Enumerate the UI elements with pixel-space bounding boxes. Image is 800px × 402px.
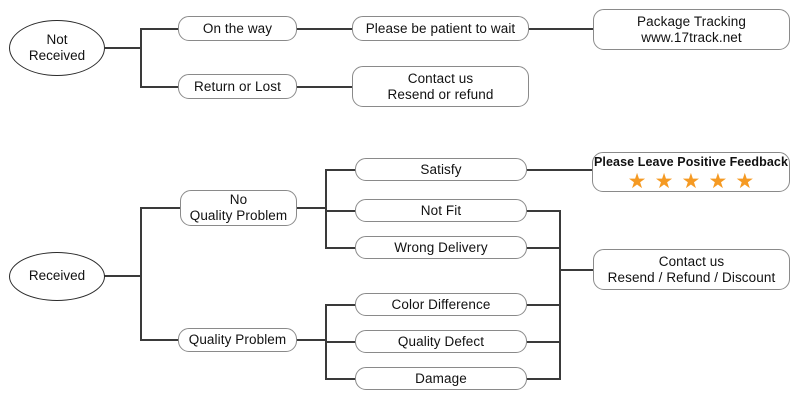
star-icon: ★	[735, 170, 755, 194]
connector-to-damage	[325, 378, 356, 380]
node-contact-resend-refund[interactable]: Contact us Resend or refund	[352, 66, 529, 107]
connector-please-wait-to-package-tracking	[529, 28, 594, 30]
connector-no-quality-problem-bus	[325, 169, 327, 248]
node-on-the-way[interactable]: On the way	[178, 16, 297, 41]
node-quality-defect[interactable]: Quality Defect	[355, 330, 527, 353]
connector-quality-problem-stem	[297, 339, 326, 341]
connector-not-received-bus	[140, 28, 142, 87]
connector-received-to-quality-problem	[140, 339, 182, 341]
node-package-tracking[interactable]: Package Tracking www.17track.net	[593, 9, 790, 50]
node-contact-resend-refund-discount[interactable]: Contact us Resend / Refund / Discount	[593, 249, 790, 290]
node-please-wait-label: Please be patient to wait	[365, 20, 516, 36]
star-icon: ★	[708, 170, 728, 194]
node-quality-problem[interactable]: Quality Problem	[178, 328, 297, 352]
connector-not-received-stem	[105, 47, 141, 49]
connector-wrong-delivery-to-merge	[527, 247, 561, 249]
node-not-received[interactable]: Not Received	[9, 20, 105, 76]
connector-return-or-lost-to-contact-us	[297, 86, 353, 88]
node-no-quality-problem[interactable]: No Quality Problem	[180, 190, 297, 226]
node-received-label: Received	[28, 268, 86, 284]
node-return-or-lost[interactable]: Return or Lost	[178, 74, 297, 99]
node-not-fit[interactable]: Not Fit	[355, 199, 527, 222]
connector-to-color-difference	[325, 304, 356, 306]
connector-to-quality-defect	[325, 341, 356, 343]
node-on-the-way-label: On the way	[202, 20, 273, 36]
node-wrong-delivery-label: Wrong Delivery	[394, 239, 488, 255]
node-damage-label: Damage	[415, 370, 467, 386]
node-contact-resend-refund-discount-line2: Resend / Refund / Discount	[607, 269, 776, 285]
connector-not-received-to-on-the-way	[140, 28, 180, 30]
connector-no-quality-problem-stem	[297, 207, 326, 209]
node-wrong-delivery[interactable]: Wrong Delivery	[355, 236, 527, 259]
node-contact-resend-refund-line2: Resend or refund	[387, 86, 494, 102]
connector-issues-merge-bus	[559, 210, 561, 380]
connector-received-to-no-quality-problem	[140, 207, 182, 209]
star-rating: ★ ★ ★ ★ ★	[628, 171, 755, 192]
node-return-or-lost-label: Return or Lost	[194, 78, 281, 94]
connector-to-not-fit	[325, 210, 356, 212]
node-not-fit-label: Not Fit	[420, 202, 462, 218]
connector-received-stem	[104, 275, 142, 277]
connector-to-wrong-delivery	[325, 247, 356, 249]
connector-quality-defect-to-merge	[527, 341, 561, 343]
node-positive-feedback-label: Please Leave Positive Feedback	[593, 154, 789, 169]
node-package-tracking-line1: Package Tracking	[637, 13, 746, 29]
connector-not-fit-to-merge	[527, 210, 561, 212]
connector-satisfy-to-feedback	[527, 169, 593, 171]
node-not-received-line1: Not	[46, 31, 68, 47]
connector-merge-to-contact-us	[559, 269, 594, 271]
connector-damage-to-merge	[527, 378, 561, 380]
node-contact-resend-refund-line1: Contact us	[407, 70, 474, 86]
node-color-difference[interactable]: Color Difference	[355, 293, 527, 316]
connector-to-satisfy	[325, 169, 356, 171]
node-contact-resend-refund-discount-line1: Contact us	[658, 253, 725, 269]
node-satisfy-label: Satisfy	[420, 161, 462, 177]
node-no-quality-problem-line2: Quality Problem	[189, 208, 288, 223]
star-icon: ★	[627, 170, 647, 194]
node-received[interactable]: Received	[9, 252, 105, 301]
node-satisfy[interactable]: Satisfy	[355, 158, 527, 181]
node-positive-feedback[interactable]: Please Leave Positive Feedback ★ ★ ★ ★ ★	[592, 152, 790, 192]
connector-color-difference-to-merge	[527, 304, 561, 306]
connector-not-received-to-return-or-lost	[140, 86, 180, 88]
node-please-wait[interactable]: Please be patient to wait	[352, 16, 529, 41]
node-quality-problem-label: Quality Problem	[188, 332, 287, 348]
node-quality-defect-label: Quality Defect	[397, 333, 485, 349]
node-color-difference-label: Color Difference	[391, 296, 491, 312]
connector-received-bus	[140, 207, 142, 341]
star-icon: ★	[681, 170, 701, 194]
node-package-tracking-line2: www.17track.net	[641, 29, 742, 45]
node-not-received-line2: Received	[28, 48, 86, 63]
node-no-quality-problem-line1: No	[229, 192, 248, 208]
connector-on-the-way-to-please-wait	[297, 28, 353, 30]
node-damage[interactable]: Damage	[355, 367, 527, 390]
star-icon: ★	[654, 170, 674, 194]
